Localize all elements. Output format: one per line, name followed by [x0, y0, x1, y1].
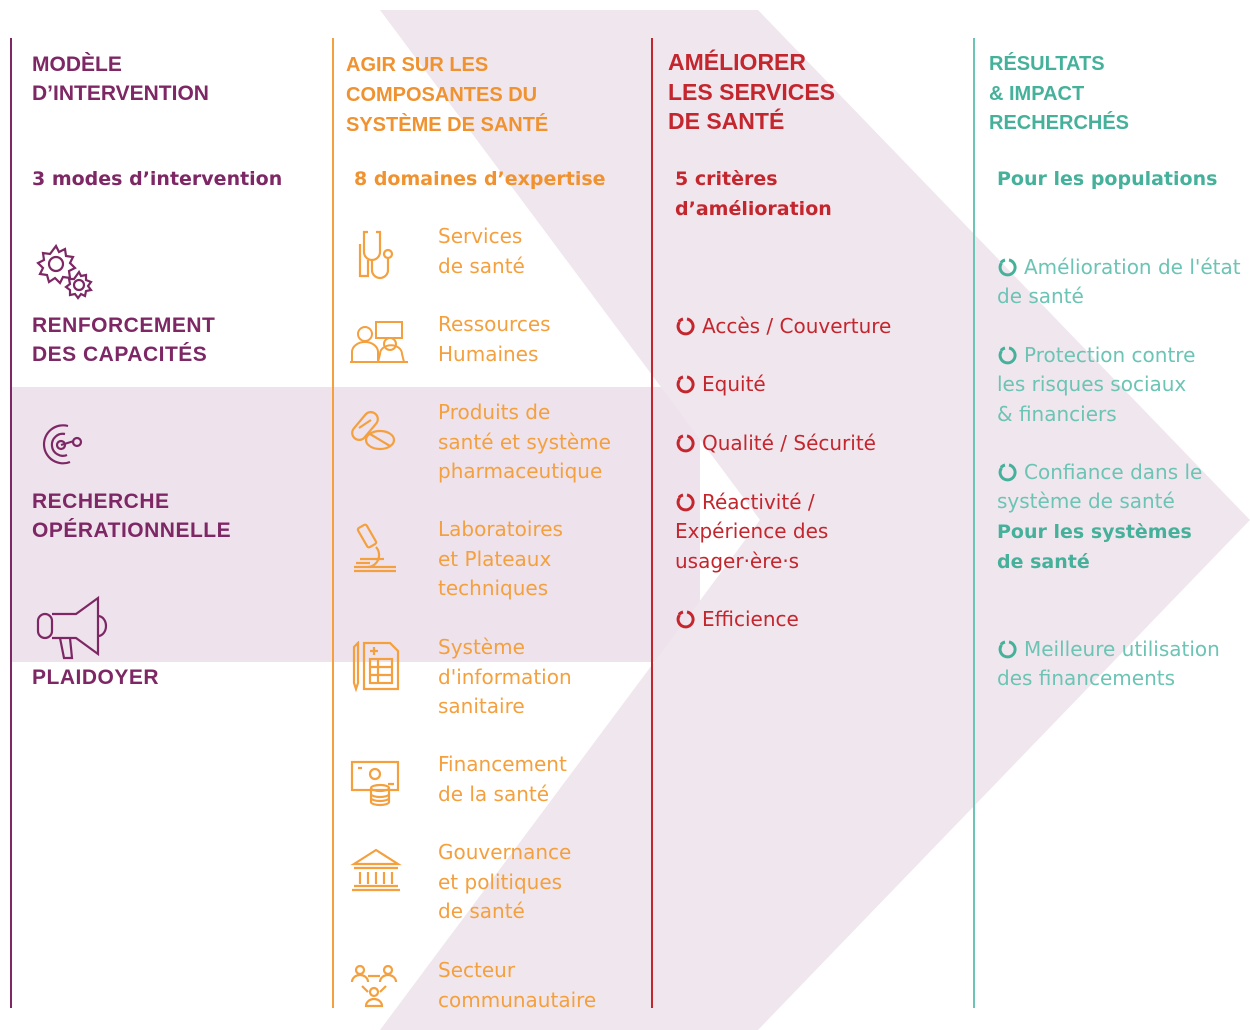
column-subtitle: 5 critères d’amélioration [675, 168, 832, 220]
result-label: Protection contre les risques sociaux & … [997, 342, 1196, 426]
result-label: Meilleure utilisation des financements [997, 636, 1220, 691]
criterion-label: Qualité / Sécurité [702, 430, 876, 455]
cycle-icon [997, 257, 1017, 277]
column-title: MODÈLE D’INTERVENTION [32, 53, 209, 105]
mode-advocacy: PLAIDOYER [32, 666, 160, 689]
clipboard-chart-icon [350, 640, 402, 693]
cycle-icon [675, 492, 695, 512]
cycle-icon [997, 462, 1017, 482]
cycle-icon [997, 345, 1017, 365]
horizontal-band [10, 387, 700, 662]
result-item: Meilleure utilisation des financements [997, 605, 1250, 694]
result-item: Confiance dans le système de santé [997, 428, 1250, 517]
domain-label: Secteur communautaire [438, 958, 597, 1012]
criterion-label: Efficience [702, 606, 799, 631]
column-subtitle: 8 domaines d’expertise [354, 168, 606, 190]
criterion-label: Réactivité / Expérience des usager·ère·s [675, 489, 829, 573]
column-intervention-model: MODÈLE D’INTERVENTION 3 modes d’interven… [10, 38, 310, 1008]
domain-label: Ressources Humaines [438, 312, 551, 366]
column-divider [10, 38, 12, 1008]
result-item: Amélioration de l'état de santé [997, 223, 1250, 312]
chevron-arrow [380, 10, 1250, 1030]
column-divider [651, 38, 653, 1008]
criterion-item: Réactivité / Expérience des usager·ère·s [675, 458, 935, 576]
column-improve-services: AMÉLIORER LES SERVICES DE SANTÉ 5 critèr… [651, 38, 951, 1008]
result-label: Confiance dans le système de santé [997, 459, 1203, 514]
criterion-item: Equité [675, 340, 935, 399]
column-subtitle: 3 modes d’intervention [32, 168, 283, 190]
cycle-icon [997, 639, 1017, 659]
domain-label: Produits de santé et système pharmaceuti… [438, 400, 611, 483]
research-target-icon [32, 418, 102, 488]
criterion-item: Qualité / Sécurité [675, 399, 935, 458]
result-item: Protection contre les risques sociaux & … [997, 311, 1250, 429]
criterion-label: Equité [702, 371, 766, 396]
column-title: AMÉLIORER LES SERVICES DE SANTÉ [668, 49, 836, 134]
domain-label: Système d'information sanitaire [438, 635, 572, 718]
institution-icon [350, 846, 402, 898]
column-health-system-components: AGIR SUR LES COMPOSANTES DU SYSTÈME DE S… [332, 38, 632, 1012]
cycle-icon [675, 433, 695, 453]
cycle-icon [675, 609, 695, 629]
people-board-icon [350, 318, 408, 370]
money-coins-icon [350, 758, 402, 810]
microscope-icon [350, 523, 402, 575]
column-title: RÉSULTATS & IMPACT RECHERCHÉS [989, 53, 1130, 134]
megaphone-icon [32, 594, 108, 664]
mode-capacity-building: RENFORCEMENT DES CAPACITÉS [32, 314, 216, 366]
criterion-item: Efficience [675, 575, 935, 634]
column-results-impact: RÉSULTATS & IMPACT RECHERCHÉS Pour les p… [973, 38, 1250, 1008]
domain-label: Laboratoires et Plateaux techniques [438, 517, 563, 600]
column-divider [332, 38, 334, 1008]
cycle-icon [675, 374, 695, 394]
group-heading-health-systems: Pour les systèmes de santé [997, 521, 1192, 573]
criterion-label: Accès / Couverture [702, 313, 892, 338]
domain-label: Gouvernance et politiques de santé [438, 840, 572, 923]
group-heading-populations: Pour les populations [997, 168, 1218, 190]
domain-label: Services de santé [438, 224, 525, 278]
domain-label: Financement de la santé [438, 752, 567, 806]
stethoscope-icon [350, 230, 402, 282]
criterion-item: Accès / Couverture [675, 282, 935, 341]
pills-icon [350, 406, 402, 458]
result-label: Amélioration de l'état de santé [997, 254, 1241, 309]
gears-icon [32, 238, 102, 308]
column-divider [973, 38, 975, 1008]
column-title: AGIR SUR LES COMPOSANTES DU SYSTÈME DE S… [346, 54, 549, 136]
mode-operational-research: RECHERCHE OPÉRATIONNELLE [32, 490, 232, 542]
cycle-icon [675, 316, 695, 336]
community-icon [350, 964, 402, 1016]
